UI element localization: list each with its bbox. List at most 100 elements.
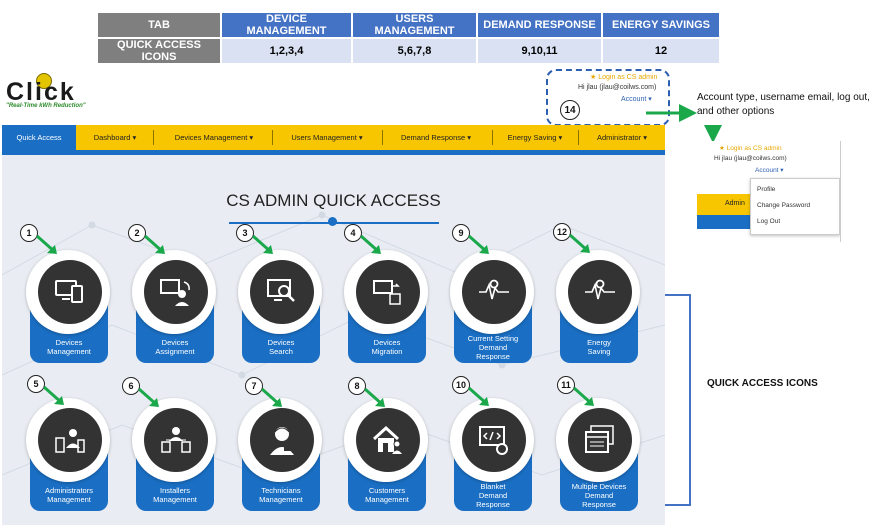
menu-item-logout[interactable]: Log Out	[757, 218, 781, 225]
device-search-icon	[267, 279, 295, 302]
tile-icon-disc	[462, 260, 526, 324]
pulse-gear-icon	[585, 279, 615, 300]
green-arrow-icon	[364, 387, 385, 407]
device-assign-icon	[160, 279, 190, 306]
logo[interactable]: Click	[6, 78, 76, 106]
tab-icon-mapping-table: TAB DEVICE MANAGEMENT USERS MANAGEMENT D…	[96, 11, 721, 65]
tile-icon-disc	[38, 260, 102, 324]
app-window: Quick Access Dashboard ▾ Devices Managem…	[2, 125, 665, 525]
tile-label: Technicians Management	[259, 486, 303, 504]
tile-icon-disc	[250, 260, 314, 324]
table-cell: 9,10,11	[478, 39, 601, 63]
tile-label: Energy Saving	[587, 338, 611, 356]
quick-access-tile[interactable]: Current Setting Demand Response	[448, 250, 538, 363]
windows-icon	[585, 425, 614, 453]
tile-icon-disc	[144, 260, 208, 324]
callout-number: 11	[557, 376, 575, 394]
login-user-text: Hi jlau (jlau@coilws.com)	[578, 84, 657, 91]
inset-nav-admin: Admin	[725, 200, 745, 207]
callout-number: 12	[553, 223, 571, 241]
quick-access-tile[interactable]: Devices Management	[24, 250, 114, 363]
table-cell: 5,6,7,8	[353, 39, 476, 63]
green-arrow-icon	[252, 234, 273, 254]
callout-number: 6	[122, 377, 140, 395]
quick-access-tile[interactable]: Multiple Devices Demand Response	[554, 398, 644, 511]
device-migration-icon	[373, 280, 401, 305]
tile-icon-disc	[356, 408, 420, 472]
tile-ring	[132, 250, 216, 334]
tile-label: Devices Management	[47, 338, 91, 356]
table-header-label: TAB	[98, 13, 220, 37]
nav-dashboard[interactable]: Dashboard ▾	[93, 133, 137, 142]
callout-number: 8	[348, 377, 366, 395]
green-arrow-icon	[144, 234, 165, 254]
nav-energy-saving[interactable]: Energy Saving ▾	[507, 133, 563, 142]
tile-icon-disc	[250, 408, 314, 472]
green-arrow-icon	[468, 386, 489, 406]
tile-ring	[132, 398, 216, 482]
navbar-underline	[2, 150, 665, 155]
tile-label: Installers Management	[153, 486, 197, 504]
green-arrow-icon	[36, 234, 57, 254]
callout-number: 2	[128, 224, 146, 242]
tile-icon-disc	[38, 408, 102, 472]
callout-number: 1	[20, 224, 38, 242]
installers-icon	[161, 427, 191, 453]
logo-tagline: "Real-Time kWh Reduction"	[6, 103, 86, 109]
callout-number: 7	[245, 377, 263, 395]
tile-label: Blanket Demand Response	[476, 482, 510, 509]
tile-ring	[450, 250, 534, 334]
quick-access-tile[interactable]: Devices Assignment	[130, 250, 220, 363]
nav-users-management[interactable]: Users Management ▾	[291, 133, 363, 142]
tile-icon-disc	[462, 408, 526, 472]
annotation-text: Account type, username email, log out, a…	[697, 92, 870, 117]
inset-account-dropdown[interactable]: Account ▾	[755, 167, 784, 174]
tile-icon-disc	[568, 260, 632, 324]
nav-devices-management[interactable]: Devices Management ▾	[174, 133, 254, 142]
quick-access-tile[interactable]: Blanket Demand Response	[448, 398, 538, 511]
menu-item-change-password[interactable]: Change Password	[757, 202, 811, 209]
tile-label: Multiple Devices Demand Response	[571, 482, 627, 509]
menu-item-profile[interactable]: Profile	[757, 186, 776, 193]
green-arrow-icon	[573, 386, 594, 406]
inset-role-text: ★ Login as CS admin	[719, 145, 782, 152]
account-dropdown-menu: Profile Change Password Log Out	[750, 178, 840, 235]
green-arrow-icon	[43, 385, 64, 405]
code-gear-icon	[479, 426, 508, 455]
tile-ring	[344, 250, 428, 334]
account-menu-inset: ★ Login as CS admin Hi jlau (jlau@coilws…	[697, 141, 841, 242]
tile-ring	[26, 250, 110, 334]
pulse-gear-icon	[479, 279, 509, 300]
house-person-icon	[372, 425, 402, 454]
callout-number: 4	[344, 224, 362, 242]
table-header-cell: ENERGY SAVINGS	[603, 13, 719, 37]
table-cell: 12	[603, 39, 719, 63]
nav-demand-response[interactable]: Demand Response ▾	[400, 133, 472, 142]
quick-access-tile[interactable]: Devices Migration	[342, 250, 432, 363]
green-arrow-icon	[360, 234, 381, 254]
quick-access-tile[interactable]: Customers Management	[342, 398, 432, 511]
tile-icon-disc	[568, 408, 632, 472]
callout-number: 10	[452, 376, 470, 394]
quick-access-tile[interactable]: Energy Saving	[554, 250, 644, 363]
technician-icon	[270, 427, 294, 455]
table-cell: 1,2,3,4	[222, 39, 351, 63]
nav-quick-access[interactable]: Quick Access	[2, 125, 76, 150]
table-header-cell: USERS MANAGEMENT	[353, 13, 476, 37]
quick-access-tile[interactable]: Devices Search	[236, 250, 326, 363]
quick-access-icons-label: QUICK ACCESS ICONS	[707, 378, 818, 389]
nav-administrator[interactable]: Administrator ▾	[596, 133, 648, 142]
account-dropdown[interactable]: Account ▾	[621, 96, 652, 103]
green-arrow-icon	[261, 387, 282, 407]
quick-access-tile[interactable]: Technicians Management	[236, 398, 326, 511]
logo-badge-icon	[36, 73, 52, 89]
tile-label: Customers Management	[365, 486, 409, 504]
tile-ring	[238, 398, 322, 482]
tile-ring	[556, 398, 640, 482]
green-arrow-icon	[468, 234, 489, 254]
title-underline-dot	[328, 217, 337, 226]
inset-user-text: Hi jlau (jlau@coilws.com)	[714, 155, 787, 162]
quick-access-tile[interactable]: Administrators Management	[24, 398, 114, 511]
quick-access-tile[interactable]: Installers Management	[130, 398, 220, 511]
tile-label: Devices Migration	[371, 338, 403, 356]
